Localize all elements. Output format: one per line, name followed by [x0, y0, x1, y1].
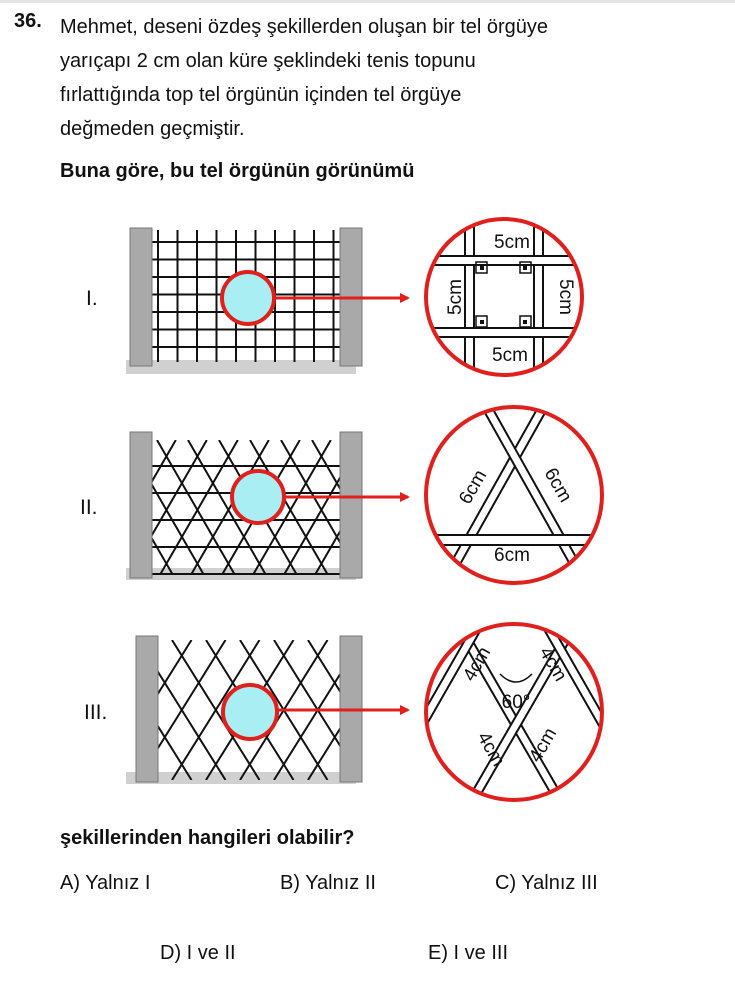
label-left: 5cm: [445, 279, 466, 315]
tennis-ball-ring: [230, 469, 286, 525]
zoom-mesh-triangle: [426, 407, 602, 583]
wire: [313, 529, 340, 575]
wire: [307, 726, 340, 780]
row-label-1: I.: [86, 287, 98, 310]
wire: [152, 536, 175, 575]
wire: [0, 440, 21, 580]
fence-shadow: [126, 360, 356, 374]
fence-3: [0, 635, 410, 784]
wire: [251, 440, 332, 575]
wire: [152, 440, 177, 484]
zoom-mesh-square: [426, 219, 582, 375]
question-prompt: Buna göre, bu tel örgünün görünümü: [60, 160, 415, 182]
wire: [152, 440, 208, 537]
wire: [189, 440, 270, 575]
wire: [0, 440, 52, 580]
wire: [2, 440, 83, 580]
zoom-ring: [424, 217, 584, 377]
wire: [2, 440, 83, 580]
question-text: Mehmet, deseni özdeş şekillerden oluşan …: [60, 10, 710, 146]
question-line: fırlattığında top tel örgünün içinden te…: [60, 84, 462, 106]
question-line: değmeden geçmiştir.: [60, 118, 245, 140]
fence-post-left: [129, 431, 153, 579]
label-bottom: 5cm: [492, 345, 528, 366]
wire: [152, 714, 193, 780]
angle-arc: [499, 673, 533, 683]
angle-label: 60°: [502, 692, 531, 713]
wire: [36, 640, 124, 780]
question-line: Mehmet, deseni özdeş şekillerden oluşan …: [60, 16, 549, 38]
label-top: 5cm: [494, 232, 530, 253]
row-label-3: III.: [84, 701, 108, 724]
wire: [311, 440, 340, 491]
fence-post-left: [135, 635, 159, 783]
wire: [0, 640, 22, 780]
label-right: 5cm: [555, 279, 576, 315]
wire: [2, 640, 90, 780]
tennis-ball-ring: [221, 683, 279, 741]
wire: [36, 640, 124, 780]
tennis-ball-ring: [220, 270, 276, 326]
wire: [307, 640, 340, 694]
wire: [2, 640, 90, 780]
fence-figures: 5cm 5cm 5cm 5cm 6cm 6cm 6cm: [0, 217, 604, 802]
wire: [0, 440, 52, 580]
wire: [0, 640, 56, 780]
zoom-ring: [424, 622, 604, 802]
wire: [0, 640, 22, 780]
option-c[interactable]: C) Yalnız III: [495, 872, 598, 894]
wire: [282, 475, 340, 575]
wire: [158, 440, 239, 575]
option-d[interactable]: D) I ve II: [160, 942, 236, 964]
question-number: 36.: [14, 10, 42, 32]
question-outro: şekillerinden hangileri olabilir?: [60, 827, 355, 849]
fence-1: [126, 227, 410, 374]
top-divider: [0, 0, 735, 3]
zoom-ring: [424, 405, 604, 585]
option-e[interactable]: E) I ve III: [428, 942, 509, 964]
fence-post-right: [339, 431, 363, 579]
wire: [0, 440, 21, 580]
fence-post-left: [129, 227, 153, 367]
wire: [33, 440, 114, 580]
zoom-2: 6cm 6cm 6cm: [424, 405, 604, 585]
wire: [33, 440, 114, 580]
option-a[interactable]: A) Yalnız I: [60, 872, 151, 894]
row-label-2: II.: [80, 496, 98, 519]
wire: [171, 640, 261, 780]
option-b[interactable]: B) Yalnız II: [280, 872, 376, 894]
question-line: yarıçapı 2 cm olan küre şeklindeki tenis…: [60, 50, 476, 72]
wire: [152, 640, 193, 706]
label-bottom: 6cm: [494, 545, 530, 566]
zoom-1: 5cm 5cm 5cm 5cm: [424, 217, 584, 377]
fence-2: [0, 431, 410, 580]
wire: [0, 640, 56, 780]
